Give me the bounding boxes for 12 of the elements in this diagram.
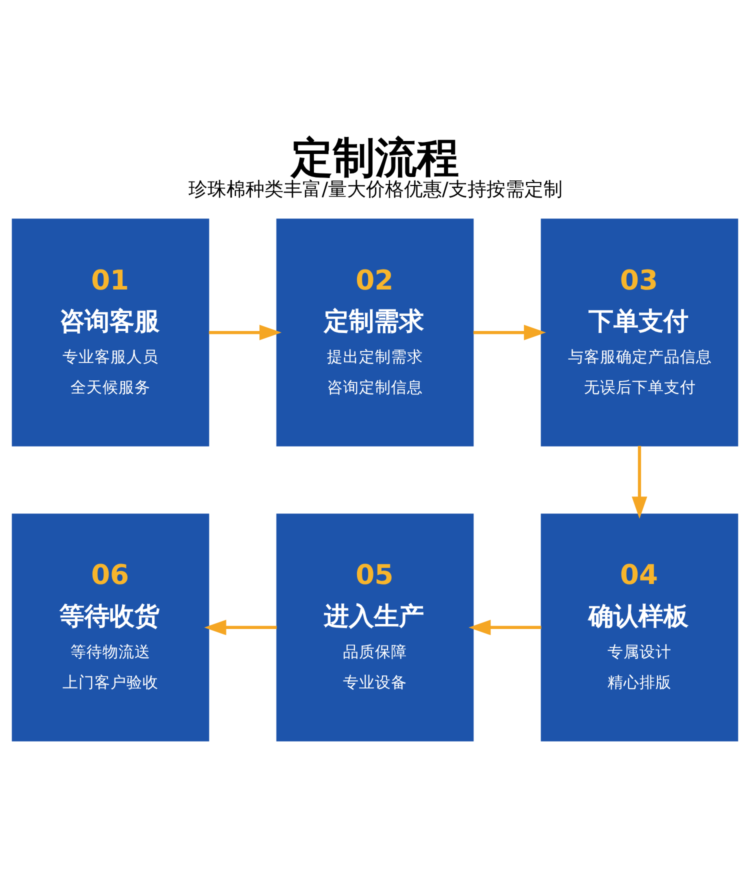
caption: 珍珠棉种类丰富/量大价格优惠/支持按需定制 <box>188 178 562 200</box>
node-box: 06 等待收货 等待物流送 上门客户验收 <box>12 514 210 742</box>
node-box: 01 咨询客服 专业客服人员 全天候服务 <box>12 218 210 446</box>
node-box: 02 定制需求 提出定制需求 咨询定制信息 <box>276 218 474 446</box>
arrow <box>468 620 542 636</box>
arrow <box>204 620 277 636</box>
node-box: 05 进入生产 品质保障 专业设备 <box>276 514 474 742</box>
arrow <box>208 324 282 340</box>
arrow <box>632 446 648 519</box>
node-box: 04 确认样板 专属设计 精心排版 <box>540 514 738 742</box>
node-box: 03 下单支付 与客服确定产品信息 无误后下单支付 <box>540 218 738 446</box>
arrow <box>473 324 546 340</box>
